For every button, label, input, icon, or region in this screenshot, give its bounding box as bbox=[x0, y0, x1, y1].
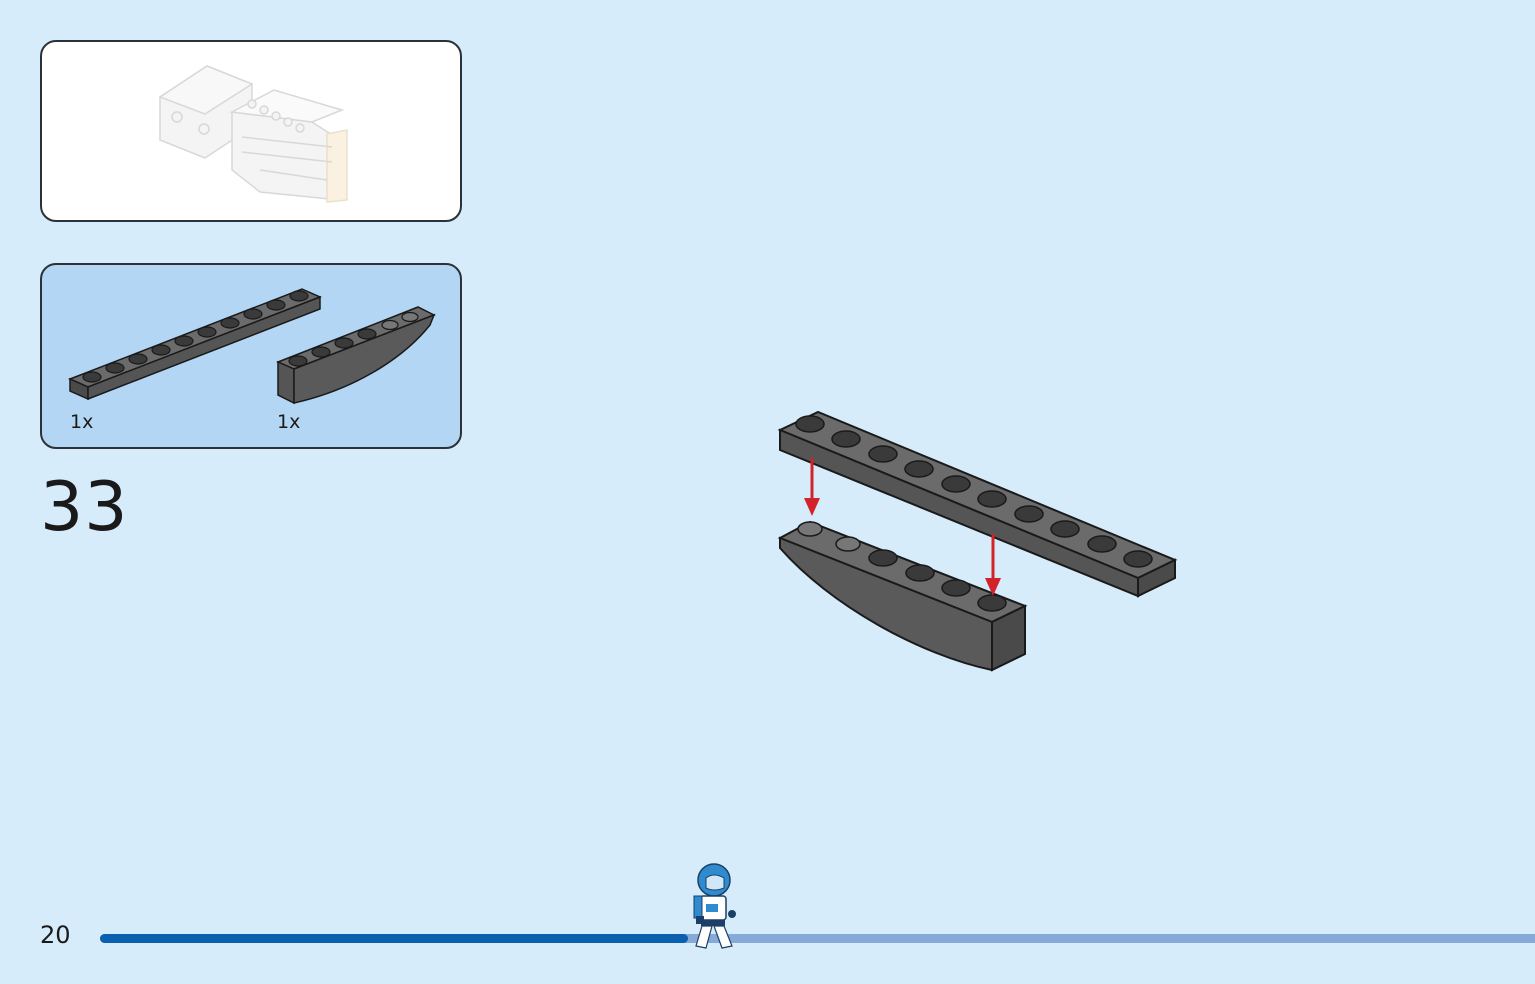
step-number: 33 bbox=[40, 468, 129, 547]
assembly-illustration bbox=[777, 410, 1178, 672]
page-number: 20 bbox=[40, 921, 71, 949]
model-preview-image bbox=[158, 65, 348, 203]
progress-bar bbox=[100, 934, 1535, 943]
model-preview-panel bbox=[40, 40, 462, 222]
part-quantity: 1x bbox=[70, 411, 94, 433]
progress-bar-fill bbox=[100, 934, 689, 943]
part-quantity: 1x bbox=[277, 411, 301, 433]
parts-list-panel: 1x 1x bbox=[40, 263, 462, 449]
arrow-down-icon bbox=[804, 458, 820, 516]
part-curved-slope-image bbox=[276, 306, 436, 405]
part-plate-1x10-image bbox=[68, 288, 322, 401]
minifigure-astronaut-icon bbox=[693, 863, 736, 949]
arrow-down-icon bbox=[985, 534, 1001, 596]
